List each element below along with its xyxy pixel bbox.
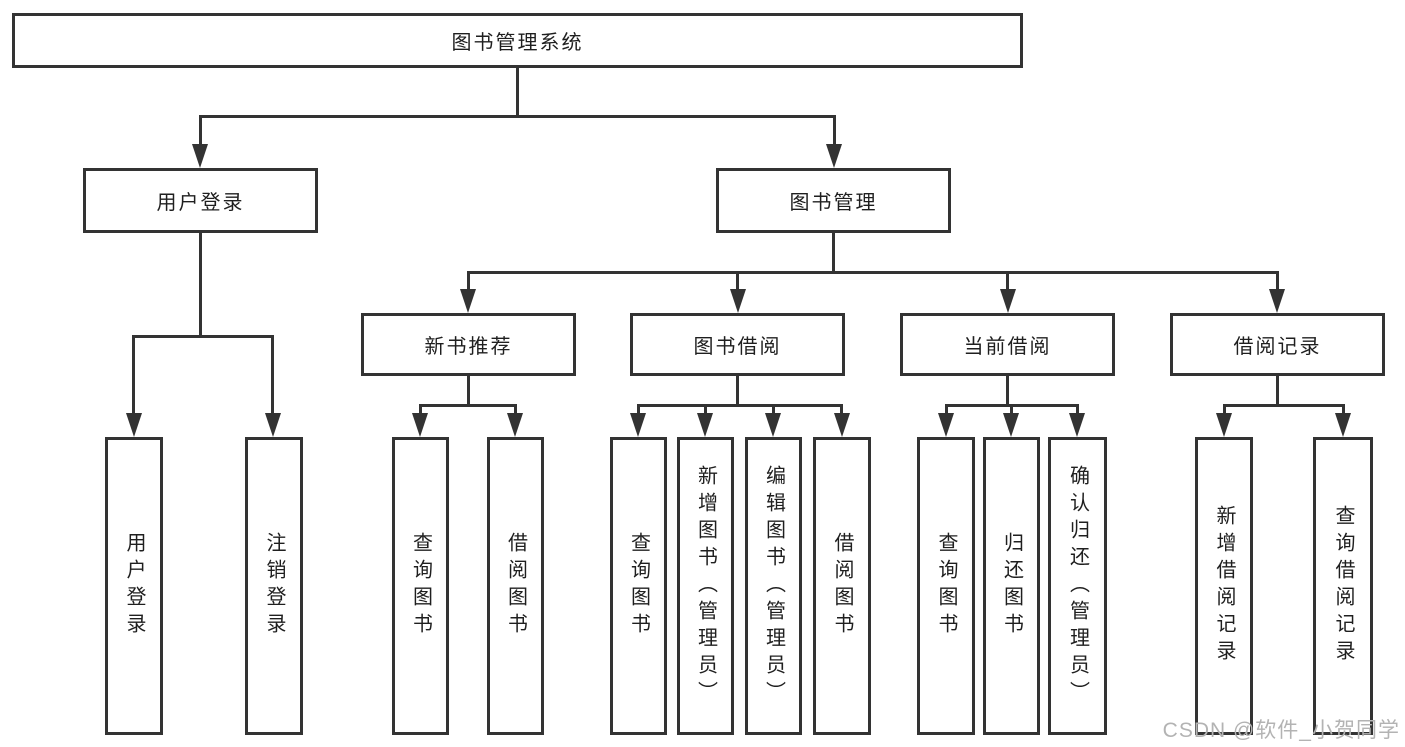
node-confirm-return-admin-label: 确认归还（管理员） (1066, 464, 1089, 708)
arrowhead-down (192, 144, 208, 168)
arrowhead-down (1003, 413, 1019, 437)
node-query-books-2: 查询图书 (610, 437, 667, 735)
connector-line (419, 404, 422, 416)
node-borrow-books-2: 借阅图书 (813, 437, 871, 735)
node-new-book-recommend: 新书推荐 (361, 313, 576, 376)
arrowhead-down (730, 289, 746, 313)
connector-line (199, 117, 202, 147)
node-add-borrow-record-label: 新增借阅记录 (1213, 505, 1235, 667)
arrowhead-down (412, 413, 428, 437)
node-edit-book-admin-label: 编辑图书（管理员） (762, 464, 785, 708)
connector-line (419, 404, 517, 407)
node-logout-label: 注销登录 (263, 532, 285, 640)
arrowhead-down (697, 413, 713, 437)
connector-line (736, 376, 739, 407)
connector-line (467, 376, 470, 407)
node-add-book-admin-label: 新增图书（管理员） (694, 464, 717, 708)
connector-line (833, 117, 836, 147)
node-library-system: 图书管理系统 (12, 13, 1023, 68)
node-query-borrow-record-label: 查询借阅记录 (1332, 505, 1354, 667)
arrowhead-down (1269, 289, 1285, 313)
arrowhead-down (460, 289, 476, 313)
node-book-management: 图书管理 (716, 168, 951, 233)
arrowhead-down (630, 413, 646, 437)
node-current-borrowing: 当前借阅 (900, 313, 1115, 376)
connector-line (1006, 273, 1009, 293)
arrowhead-down (1216, 413, 1232, 437)
node-book-management-label: 图书管理 (789, 192, 878, 214)
connector-line (1276, 273, 1279, 293)
csdn-watermark: CSDN @软件_小贺同学 (1162, 719, 1400, 742)
connector-line (1342, 404, 1345, 416)
connector-line (704, 404, 707, 416)
arrowhead-down (265, 413, 281, 437)
node-query-books-2-label: 查询图书 (627, 532, 650, 640)
node-logout: 注销登录 (245, 437, 303, 735)
connector-line (832, 233, 835, 274)
node-query-books-1: 查询图书 (392, 437, 449, 735)
node-borrow-books-1-label: 借阅图书 (504, 532, 527, 640)
node-query-borrow-record: 查询借阅记录 (1313, 437, 1373, 735)
node-current-borrowing-label: 当前借阅 (963, 336, 1052, 358)
node-query-books-3-label: 查询图书 (935, 532, 957, 640)
connector-line (467, 273, 470, 293)
connector-line (199, 233, 202, 337)
arrowhead-down (1000, 289, 1016, 313)
connector-line (1076, 404, 1079, 416)
node-edit-book-admin: 编辑图书（管理员） (745, 437, 802, 735)
node-borrow-books-1: 借阅图书 (487, 437, 544, 735)
node-query-books-3: 查询图书 (917, 437, 975, 735)
node-add-book-admin: 新增图书（管理员） (677, 437, 734, 735)
connector-line (199, 115, 836, 118)
connector-line (467, 271, 1279, 274)
node-return-books-label: 归还图书 (1000, 532, 1023, 640)
node-borrowing-records: 借阅记录 (1170, 313, 1385, 376)
arrowhead-down (126, 413, 142, 437)
node-borrow-books-2-label: 借阅图书 (831, 532, 853, 640)
connector-line (736, 273, 739, 293)
node-user-login-leaf: 用户登录 (105, 437, 163, 735)
arrowhead-down (938, 413, 954, 437)
connector-line (271, 335, 274, 417)
node-book-borrowing-label: 图书借阅 (693, 336, 782, 358)
connector-line (637, 404, 843, 407)
node-query-books-1-label: 查询图书 (409, 532, 432, 640)
node-library-system-label: 图书管理系统 (451, 32, 584, 54)
node-user-login-label: 用户登录 (156, 192, 245, 214)
connector-line (945, 404, 948, 416)
node-book-borrowing: 图书借阅 (630, 313, 845, 376)
node-new-book-recommend-label: 新书推荐 (424, 336, 513, 358)
connector-line (772, 404, 775, 416)
connector-line (840, 404, 843, 416)
node-borrowing-records-label: 借阅记录 (1233, 336, 1322, 358)
node-confirm-return-admin: 确认归还（管理员） (1048, 437, 1107, 735)
connector-line (516, 68, 519, 117)
node-return-books: 归还图书 (983, 437, 1040, 735)
arrowhead-down (1069, 413, 1085, 437)
connector-line (1006, 376, 1009, 407)
arrowhead-down (765, 413, 781, 437)
node-user-login-leaf-label: 用户登录 (123, 532, 145, 640)
connector-line (132, 335, 274, 338)
node-user-login: 用户登录 (83, 168, 318, 233)
connector-line (1223, 404, 1345, 407)
arrowhead-down (1335, 413, 1351, 437)
node-add-borrow-record: 新增借阅记录 (1195, 437, 1253, 735)
connector-line (514, 404, 517, 416)
connector-line (637, 404, 640, 416)
arrowhead-down (834, 413, 850, 437)
connector-line (1010, 404, 1013, 416)
arrowhead-down (826, 144, 842, 168)
arrowhead-down (507, 413, 523, 437)
connector-line (132, 335, 135, 417)
connector-line (1223, 404, 1226, 416)
connector-line (1276, 376, 1279, 407)
